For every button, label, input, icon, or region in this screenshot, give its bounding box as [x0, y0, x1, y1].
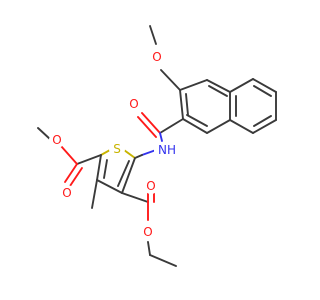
- bond-c3-c4: [96, 179, 123, 194]
- bond-naph-c5-c6: [252, 78, 277, 93]
- bond-s-c2: [100, 149, 111, 156]
- bond-naph-c1-c2: [182, 118, 208, 134]
- bond-naph-c8-c8a: [229, 119, 254, 134]
- thiophene-sulfur-label: S: [113, 142, 121, 156]
- amide-nitrogen-label: NH: [158, 143, 176, 157]
- bond-methyl: [91, 179, 98, 209]
- bond-naph-c4-c4a-inner: [206, 79, 231, 93]
- amide-oxygen-label: O: [129, 97, 138, 111]
- bond-naph-c7-c8: [252, 119, 277, 134]
- bond-c2-c3: [96, 154, 102, 181]
- bond-naph-c1-c2-double: [186, 114, 208, 127]
- atom-labels: O O NH S O O O O: [49, 49, 178, 240]
- bond-c4-ester-c: [121, 192, 149, 203]
- bond-naph-c4-c4a-double: [208, 85, 228, 97]
- bond-ethyl-ch2-ch3: [149, 254, 177, 267]
- bond-c5-s: [123, 149, 136, 159]
- bond-ester2-c-o-ether: [60, 145, 78, 165]
- bond-c2-c3-double: [103, 159, 108, 179]
- bond-naph-c8a-c1: [206, 119, 231, 134]
- bond-ester3-o-ch2: [147, 241, 151, 256]
- bond-ring-carbonyl: [159, 118, 184, 134]
- bond-c4-c5-double: [117, 160, 130, 187]
- bond-amide-co-double: [137, 116, 157, 138]
- bond-n-thiophene-c: [134, 154, 143, 159]
- ester2-carbonyl-oxygen-label: O: [62, 186, 71, 200]
- methoxy-oxygen-label: O: [152, 50, 161, 64]
- bond-methoxy-ch3: [149, 25, 157, 45]
- bond-n-thiophene: [141, 149, 157, 156]
- bond-naph-c7-c8-double: [253, 115, 272, 127]
- bond-ester2-c-o-double-2: [69, 167, 83, 187]
- bond-naph-c4a-c5: [229, 78, 254, 93]
- molecule-structure-diagram: O O NH S O O O O: [37, 25, 277, 267]
- bond-amide-co: [141, 112, 161, 134]
- ester2-ether-oxygen-label: O: [52, 133, 61, 147]
- bond-naph-c5-c6-double: [253, 85, 272, 97]
- bond-c2-ester-c: [76, 154, 102, 165]
- bond-c4-c5: [121, 157, 136, 194]
- bond-methoxy-o-ring: [160, 69, 181, 91]
- bond-naph-c2-c3: [179, 89, 184, 120]
- bond-ester2-o-ch3: [37, 127, 52, 141]
- bond-ester2-c-o-double: [64, 163, 78, 183]
- bond-naph-c2-c3-double: [185, 93, 189, 116]
- ester3-ether-oxygen-label: O: [143, 225, 152, 239]
- bonds: [37, 25, 277, 267]
- ester3-carbonyl-oxygen-label: O: [146, 179, 155, 193]
- bond-naph-c3-c4: [179, 79, 208, 91]
- bond-amide-cn: [159, 132, 163, 142]
